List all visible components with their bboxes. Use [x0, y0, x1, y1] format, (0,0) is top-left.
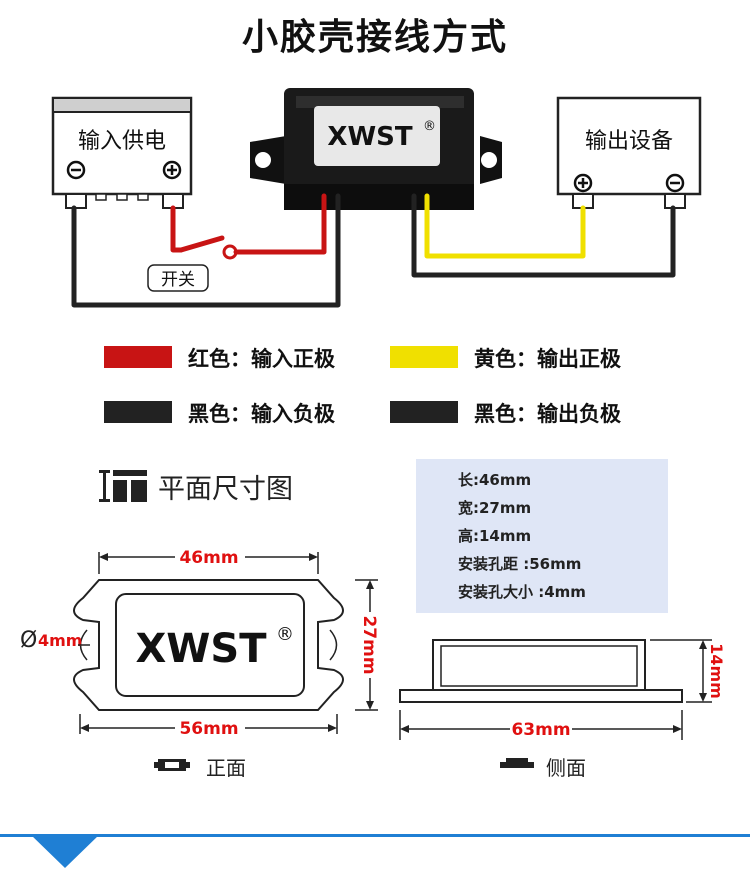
side-view: 63mm 14mm	[399, 639, 726, 740]
bottom-divider	[0, 834, 750, 868]
page-title: 小胶壳接线方式	[241, 17, 508, 58]
front-height-label: 27mm	[359, 615, 379, 674]
output-device-box: 输出设备	[556, 96, 702, 209]
front-caption-icon	[154, 759, 190, 771]
spec-hole-size: 安装孔大小 :4mm	[458, 583, 586, 601]
legend-swatch-yellow	[390, 346, 458, 368]
module-brand: XWST	[327, 122, 412, 152]
legend-swatch-black-out	[390, 401, 458, 423]
side-caption-icon	[500, 758, 534, 768]
svg-text:®: ®	[276, 624, 294, 645]
legend-black-in-label: 黑色：输入负极	[188, 402, 335, 426]
input-power-box: 输入供电	[51, 96, 193, 209]
legend-black-out-label: 黑色：输出负极	[474, 402, 621, 426]
side-length-label: 63mm	[511, 720, 570, 740]
hole-spacing-label: 56mm	[179, 719, 238, 739]
output-device-label: 输出设备	[585, 129, 673, 154]
wires	[71, 193, 676, 308]
legend-yellow-label: 黄色：输出正极	[474, 347, 621, 371]
front-view: XWST ® 46mm 56mm 27mm Ø 4mm	[20, 548, 379, 739]
spec-hole-spacing: 安装孔距 :56mm	[458, 555, 582, 573]
legend-swatch-black-in	[104, 401, 172, 423]
switch-label: 开关	[147, 264, 209, 292]
side-caption: 侧面	[546, 756, 586, 780]
front-width-label: 46mm	[179, 548, 238, 568]
side-height-label: 14mm	[707, 643, 726, 699]
spec-length: 长:46mm	[458, 471, 532, 489]
dimension-section-icon	[99, 470, 147, 502]
spec-height: 高:14mm	[458, 527, 532, 545]
converter-module: XWST ®	[250, 88, 502, 210]
hole-symbol: Ø	[20, 628, 37, 653]
dimension-section-title: 平面尺寸图	[158, 474, 293, 505]
spec-width: 宽:27mm	[458, 499, 532, 517]
hole-size-label: 4mm	[38, 631, 82, 650]
svg-text:®: ®	[423, 119, 436, 134]
svg-text:开关: 开关	[161, 270, 195, 290]
input-power-label: 输入供电	[78, 129, 166, 154]
legend-swatch-red	[104, 346, 172, 368]
legend-red-label: 红色：输入正极	[188, 347, 335, 371]
front-brand: XWST	[135, 626, 267, 672]
specs-panel: 长:46mm 宽:27mm 高:14mm 安装孔距 :56mm 安装孔大小 :4…	[416, 459, 668, 613]
front-caption: 正面	[206, 756, 246, 780]
